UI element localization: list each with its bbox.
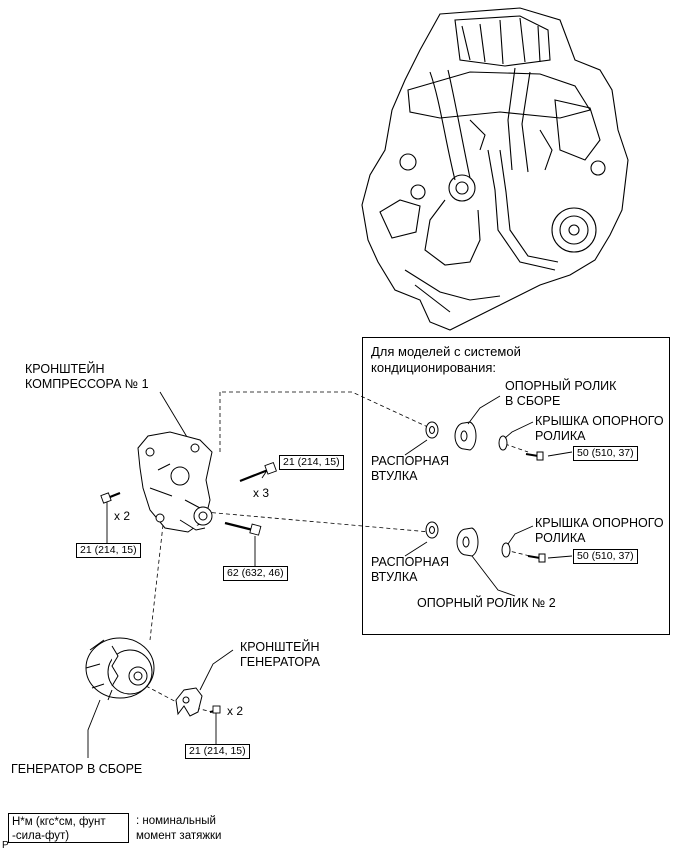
upper-spacer-label-line1: РАСПОРНАЯ xyxy=(371,454,450,468)
upper-cover-label-line1: КРЫШКА ОПОРНОГО xyxy=(535,414,664,428)
dash-bracket-to-generator xyxy=(149,392,221,641)
compressor-bracket-label: КРОНШТЕЙН КОМПРЕССОРА № 1 xyxy=(25,362,149,392)
engine-illustration xyxy=(361,7,629,331)
dash-lower-cover-bolt xyxy=(504,549,531,557)
upper-idler-label-line2: В СБОРЕ xyxy=(505,394,561,408)
torque-box-generator-bolt: 21 (214, 15) xyxy=(185,744,250,759)
upper-parts xyxy=(425,421,544,461)
compressor-bracket xyxy=(137,431,213,533)
generator xyxy=(85,637,155,701)
lower-spacer-label-line2: ВТУЛКА xyxy=(371,570,418,584)
qty-generator-bolt: x 2 xyxy=(227,704,244,718)
upper-spacer-label: РАСПОРНАЯ ВТУЛКА xyxy=(371,454,449,484)
page-mark: P xyxy=(2,840,9,851)
legend-units-line1: Н*м (кгс*см, фунт xyxy=(12,816,106,828)
legend-units-box: Н*м (кгс*см, фунт -сила-фут) xyxy=(8,813,129,843)
dash-lower-idler xyxy=(204,511,431,533)
compressor-bracket-label-line1: КРОНШТЕЙН xyxy=(25,362,105,376)
compressor-bracket-label-line2: КОМПРЕССОРА № 1 xyxy=(25,377,149,391)
generator-bracket xyxy=(175,687,203,717)
torque-box-lower-cover: 50 (510, 37) xyxy=(573,549,638,564)
generator-bracket-label: КРОНШТЕЙН ГЕНЕРАТОРА xyxy=(240,640,320,670)
qty-top-bolt: x 3 xyxy=(253,486,270,500)
generator-bracket-leader xyxy=(199,649,234,691)
dash-upper-idler xyxy=(222,391,431,429)
upper-idler-label-line1: ОПОРНЫЙ РОЛИК xyxy=(505,379,617,393)
lower-cover-label: КРЫШКА ОПОРНОГО РОЛИКА xyxy=(535,516,664,546)
lower-spacer-label: РАСПОРНАЯ ВТУЛКА xyxy=(371,555,449,585)
lower-idler-label: ОПОРНЫЙ РОЛИК № 2 xyxy=(417,596,556,610)
lower-cover-label-line1: КРЫШКА ОПОРНОГО xyxy=(535,516,664,530)
lower-cover-label-line2: РОЛИКА xyxy=(535,531,586,545)
qty-left-bolt: x 2 xyxy=(114,509,131,523)
lower-spacer-label-line1: РАСПОРНАЯ xyxy=(371,555,450,569)
upper-spacer-label-line2: ВТУЛКА xyxy=(371,469,418,483)
torque-box-upper-cover: 50 (510, 37) xyxy=(573,446,638,461)
torque-box-top-bolt: 21 (214, 15) xyxy=(279,455,344,470)
bolts xyxy=(100,461,277,714)
generator-bracket-label-line1: КРОНШТЕЙН xyxy=(240,640,320,654)
upper-idler-label: ОПОРНЫЙ РОЛИК В СБОРЕ xyxy=(505,379,616,409)
upper-cover-label-line2: РОЛИКА xyxy=(535,429,586,443)
generator-leader xyxy=(87,699,101,758)
inset-title-line2: кондиционирования: xyxy=(371,360,497,375)
legend-units-line2: -сила-фут) xyxy=(12,830,70,842)
upper-cover xyxy=(498,435,508,451)
generator-bracket-label-line2: ГЕНЕРАТОРА xyxy=(240,655,320,669)
upper-cover-label: КРЫШКА ОПОРНОГО РОЛИКА xyxy=(535,414,664,444)
lower-parts xyxy=(425,521,546,563)
inset-title-line1: Для моделей с системой xyxy=(371,344,521,359)
torque-box-left-bolt: 21 (214, 15) xyxy=(76,543,141,558)
legend-note-line1: : номинальный xyxy=(136,815,216,827)
legend-note-line2: момент затяжки xyxy=(136,830,222,842)
generator-label: ГЕНЕРАТОР В СБОРЕ xyxy=(11,762,143,776)
lower-cover xyxy=(501,542,511,558)
ac-models-inset: Для моделей с системой кондиционирования… xyxy=(362,337,670,635)
torque-box-long-bolt: 62 (632, 46) xyxy=(223,566,288,581)
